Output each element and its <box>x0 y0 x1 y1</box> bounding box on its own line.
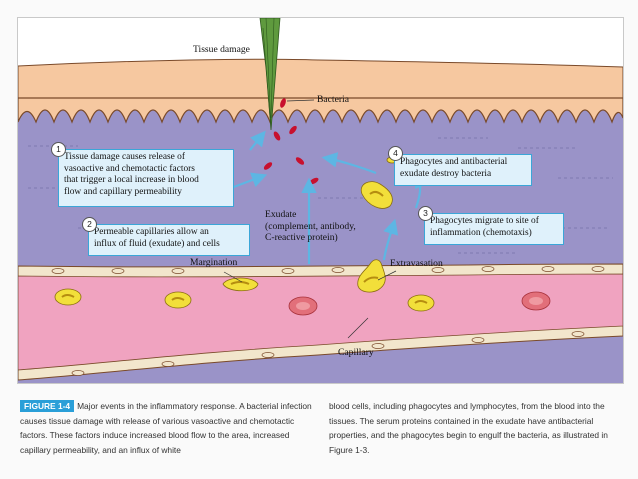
step-1-box: Tissue damage causes release of vasoacti… <box>58 149 234 207</box>
exudate-label: Exudate (complement, antibody, C-reactiv… <box>265 209 356 243</box>
step-3-box: Phagocytes migrate to site of inflammati… <box>424 213 564 245</box>
endothelial-cells <box>51 266 605 376</box>
tissue-damage-label: Tissue damage <box>193 44 250 55</box>
caption-left-text: Major events in the inflammatory respons… <box>20 401 312 455</box>
step-1-number: 1 <box>51 142 66 157</box>
capillary-label: Capillary <box>338 347 374 358</box>
flow-arrows <box>230 130 430 264</box>
figure-number-tag: FIGURE 1-4 <box>20 400 75 412</box>
step-4-box: Phagocytes and antibacterial exudate des… <box>394 154 532 186</box>
step-2-box: Permeable capillaries allow an influx of… <box>88 224 250 256</box>
caption-right-column: blood cells, including phagocytes and ly… <box>329 401 608 455</box>
splinter <box>259 18 281 131</box>
extravasation-label: Extravasation <box>390 258 443 269</box>
step-4-number: 4 <box>388 146 403 161</box>
inflammation-figure: Tissue damage Bacteria Exudate (compleme… <box>17 17 624 384</box>
red-blood-cells <box>288 291 551 316</box>
margination-label: Margination <box>190 257 238 268</box>
dermal-border <box>18 97 623 124</box>
leader-lines <box>223 99 397 339</box>
step-3-number: 3 <box>418 206 433 221</box>
phagocytes-in-blood <box>54 259 435 312</box>
bacteria-label: Bacteria <box>317 94 349 105</box>
skin-layer <box>18 58 623 109</box>
step-2-number: 2 <box>82 217 97 232</box>
